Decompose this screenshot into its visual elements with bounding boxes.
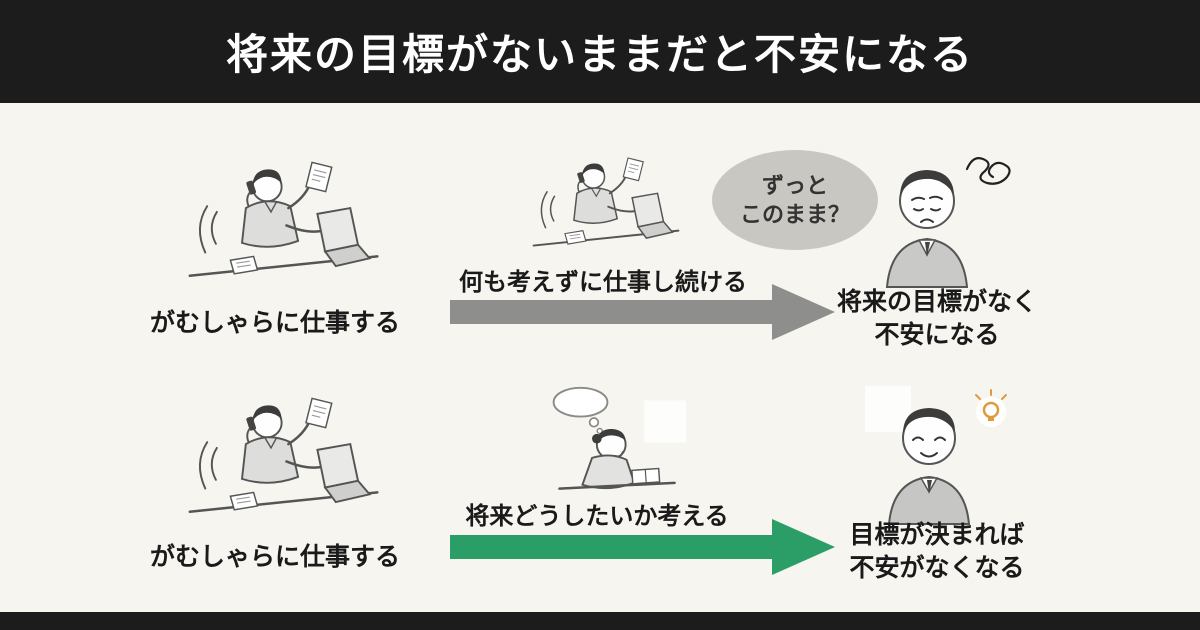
- bottom-result-label: 目標が決まれば 不安がなくなる: [812, 519, 1062, 585]
- busy-worker-illustration-small: [525, 150, 690, 262]
- top-result-line1: 将来の目標がなく: [836, 288, 1037, 316]
- bottom-start-label: がむしゃらに仕事する: [149, 543, 400, 571]
- gray-arrow: [450, 282, 835, 342]
- speech-bubble: ずっと このまま？: [712, 150, 878, 250]
- top-process-label: 何も考えずに仕事し続ける: [459, 269, 747, 296]
- lightbulb-icon: [975, 389, 1007, 427]
- top-result-line2: 不安になる: [874, 321, 1000, 349]
- relieved-man-illustration: [862, 386, 1024, 531]
- busy-worker-illustration: [178, 152, 393, 297]
- top-result-label: 将来の目標がなく 不安になる: [812, 286, 1062, 352]
- thinking-person-illustration: [528, 383, 706, 503]
- busy-worker-icon: [532, 157, 680, 247]
- page-title: 将来の目標がないままだと不安になる: [225, 31, 974, 78]
- busy-worker-icon: [188, 161, 379, 277]
- bottom-process-label: 将来どうしたいか考える: [465, 503, 729, 530]
- bottom-result-line1: 目標が決まれば: [849, 521, 1025, 549]
- thought-bubble-icon: [552, 386, 609, 435]
- bottom-result-line2: 不安がなくなる: [849, 554, 1025, 582]
- relieved-man-icon: [865, 386, 1007, 525]
- top-start-label: がむしゃらに仕事する: [149, 309, 400, 337]
- busy-worker-icon: [188, 397, 379, 513]
- header-band: 将来の目標がないままだと不安になる: [0, 0, 1200, 103]
- thinking-person-icon: [552, 386, 687, 490]
- confusion-scribble-icon: [965, 157, 1011, 185]
- footer-band: [0, 612, 1200, 630]
- right-arrow-icon: [450, 284, 835, 340]
- anxious-man-illustration: [862, 145, 1024, 295]
- green-arrow: [450, 517, 835, 577]
- right-arrow-icon: [450, 519, 835, 575]
- anxious-man-icon: [885, 157, 1011, 288]
- bubble-text-line1: ずっと: [761, 172, 828, 198]
- busy-worker-illustration: [178, 388, 393, 533]
- bubble-text-line2: このまま？: [739, 202, 850, 227]
